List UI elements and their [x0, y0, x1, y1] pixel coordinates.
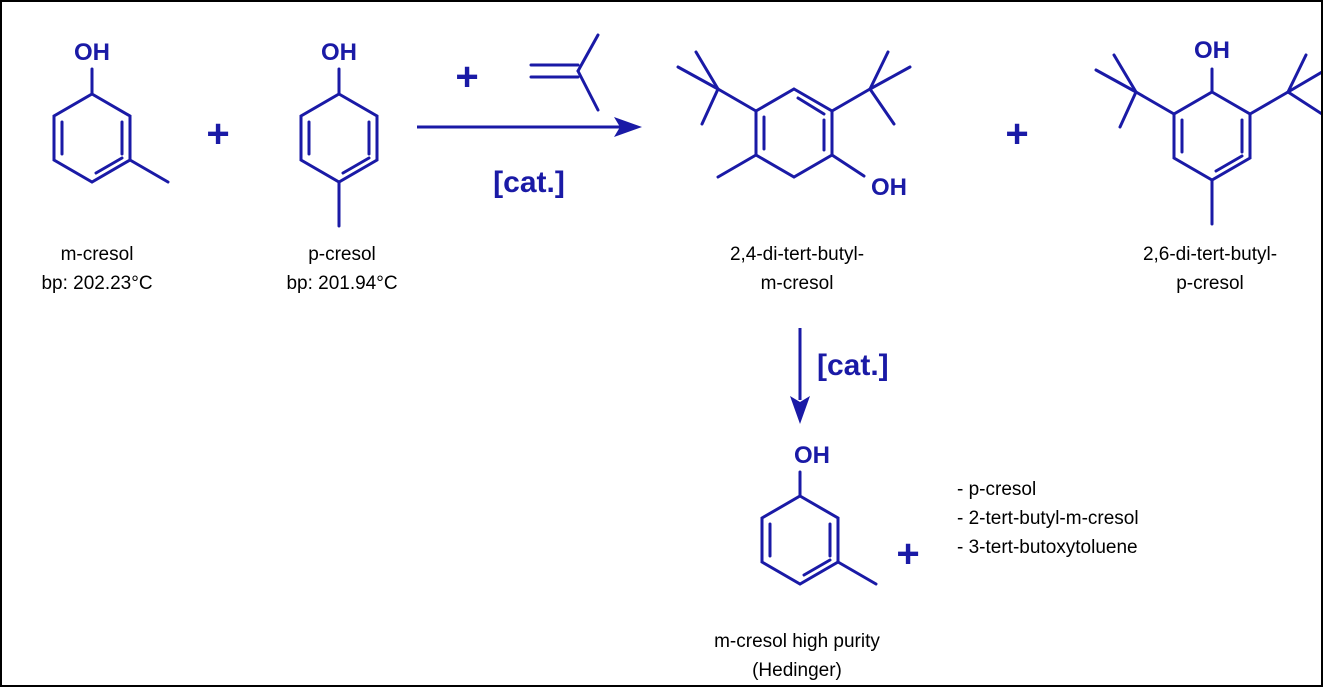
plus-sign: +	[896, 532, 919, 576]
plus-sign: +	[1005, 112, 1028, 156]
p-cresol-oh-label: OH	[321, 39, 357, 66]
final-name-line2: (Hedinger)	[752, 660, 842, 681]
2-4-di-tert-butyl-m-cresol-structure: OH	[676, 50, 912, 201]
p-cresol-name: p-cresol	[308, 244, 376, 265]
2-6-di-tert-butyl-p-cresol-structure: OH	[1094, 37, 1321, 226]
bht-name-line2: p-cresol	[1176, 273, 1244, 294]
p-cresol-bp: bp: 201.94°C	[286, 273, 397, 294]
byproduct-item: - p-cresol	[957, 479, 1036, 500]
product-name-line1: 2,4-di-tert-butyl-	[730, 244, 864, 265]
m-cresol-pure-structure: OH	[760, 442, 878, 586]
bht-oh-label: OH	[1194, 37, 1230, 64]
catalyst-label: [cat.]	[493, 166, 565, 199]
isobutylene-structure	[529, 33, 600, 112]
byproduct-item: - 3-tert-butoxytoluene	[957, 537, 1138, 558]
byproduct-item: - 2-tert-butyl-m-cresol	[957, 508, 1139, 529]
m-cresol-bp: bp: 202.23°C	[41, 273, 152, 294]
dealkylation-arrow	[790, 328, 810, 424]
m-cresol-oh-label: OH	[74, 39, 110, 66]
plus-sign: +	[455, 55, 478, 99]
m-cresol-structure: OH	[52, 39, 170, 184]
catalyst-label-2: [cat.]	[817, 349, 889, 382]
product-oh-label: OH	[871, 174, 907, 201]
bht-name-line1: 2,6-di-tert-butyl-	[1143, 244, 1277, 265]
reaction-arrow	[417, 117, 642, 137]
final-name-line1: m-cresol high purity	[714, 631, 880, 652]
pure-oh-label: OH	[794, 442, 830, 469]
product-name-line2: m-cresol	[761, 273, 834, 294]
plus-sign: +	[206, 112, 229, 156]
p-cresol-structure: OH	[299, 39, 379, 228]
m-cresol-name: m-cresol	[61, 244, 134, 265]
